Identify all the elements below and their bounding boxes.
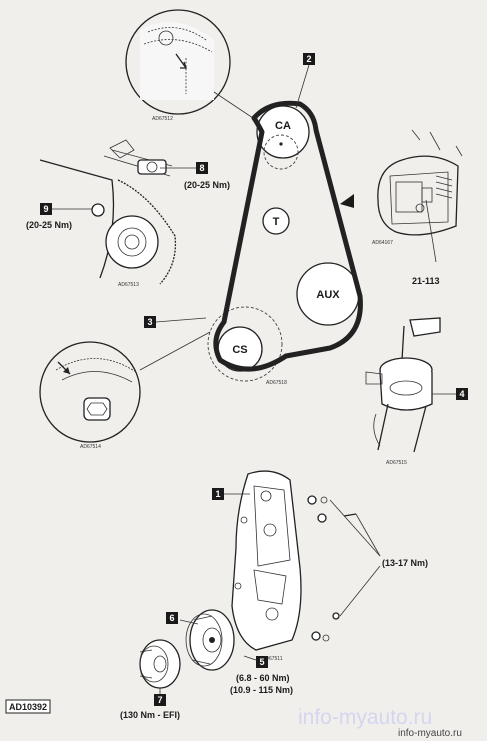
camshaft-pulley [256, 105, 310, 159]
crank-detail-leader [139, 331, 211, 371]
callout-3-leader [155, 317, 207, 323]
callout-6-leader [179, 619, 199, 625]
timing-cover-view: AD67511 [231, 470, 381, 662]
tensioner-assembly-ref: AD67515 [386, 460, 407, 466]
cam-timing-ref: AD64167 [372, 240, 393, 246]
callout-6-number: 6 [169, 613, 174, 623]
tensioner-detail-ref: AD67513 [118, 282, 139, 288]
diagram-ref-label: AD10392 [9, 702, 47, 712]
cam-timing-detail-view: AD64167 21-113 [372, 129, 463, 286]
tensioner-pulley [262, 207, 290, 235]
camshaft-detail-view: AD67512 [125, 9, 231, 122]
watermark-small: info-myauto.ru [398, 728, 462, 739]
aux-label: AUX [316, 289, 340, 301]
callout-1-box [212, 488, 224, 500]
tensioner-label: T [273, 216, 280, 228]
callout-2-leader [295, 64, 310, 109]
belt-routing-view: CA T AUX CS AD67518 [207, 100, 363, 386]
cover-bolts-torque: (13-17 Nm) [382, 558, 428, 568]
tool-leader [425, 199, 437, 263]
crank-pulley-view [185, 609, 235, 671]
belt-routing-ref: AD67518 [266, 380, 287, 386]
crank-bolt-view [139, 639, 181, 689]
callout-5-torque-1: (6.8 - 60 Nm) [236, 673, 290, 683]
callout-8-number: 8 [199, 163, 204, 173]
crank-sprocket-detail-view: AD67514 [39, 341, 141, 450]
callout-3-box [144, 316, 156, 328]
camshaft-label: CA [275, 120, 291, 132]
tool-number-label: 21-113 [412, 276, 440, 286]
callout-7-number: 7 [157, 695, 162, 705]
bolts-leader-2 [329, 499, 381, 557]
crankshaft-label: CS [232, 344, 247, 356]
callout-5-box [256, 656, 268, 668]
callout-2-number: 2 [306, 54, 311, 64]
callout-9-number: 9 [43, 204, 48, 214]
callout-7-torque: (130 Nm - EFI) [120, 710, 180, 720]
diagram-ref-box [5, 699, 51, 714]
bolts-leader-1 [355, 513, 381, 557]
callout-8-box [196, 162, 208, 174]
watermark-large: info-myauto.ru [298, 706, 432, 729]
callout-2-box [303, 53, 315, 65]
callout-4-number: 4 [459, 389, 464, 399]
callout-5-leader [243, 655, 257, 661]
callout-9-torque: (20-25 Nm) [26, 220, 72, 230]
callout-7-box [154, 694, 166, 706]
callout-1-number: 1 [215, 489, 220, 499]
callout-5-number: 5 [259, 657, 264, 667]
crank-detail-ref: AD67514 [80, 444, 101, 450]
timing-cover-ref: AD67511 [262, 656, 283, 662]
callout-3-number: 3 [147, 317, 152, 327]
callout-4-box [456, 388, 468, 400]
direction-arrow [340, 194, 354, 208]
callout-5-torque-2: (10.9 - 115 Nm) [230, 685, 293, 695]
camshaft-detail-ref: AD67512 [152, 116, 173, 122]
cover-bolts [307, 495, 357, 642]
callout-6-box [166, 612, 178, 624]
tensioner-assembly-view: AD67515 [365, 317, 441, 466]
callout-8-torque: (20-25 Nm) [184, 180, 230, 190]
tensioner-detail-view: AD67513 [39, 139, 177, 288]
bolts-leader-3 [339, 565, 381, 617]
timing-belt [213, 100, 363, 372]
callout-9-box [40, 203, 52, 215]
